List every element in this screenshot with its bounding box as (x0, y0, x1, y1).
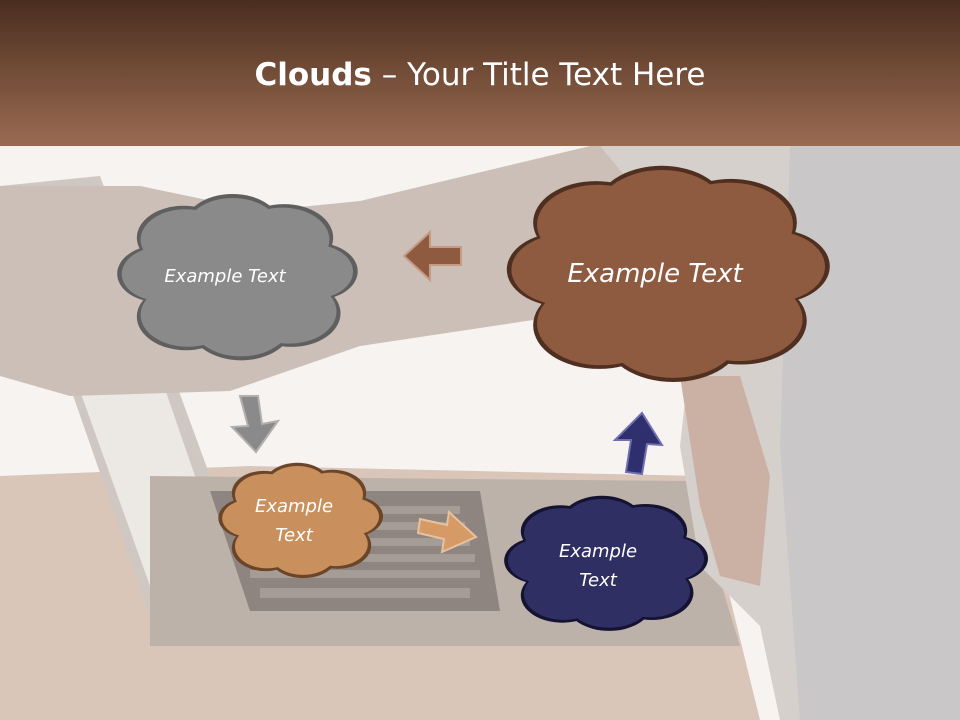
arrow-right-icon (416, 509, 478, 554)
cloud-tan-text: Example Text (254, 496, 334, 546)
arrow-up-icon (612, 411, 664, 476)
arrow-left-icon (402, 229, 462, 283)
title-bar: Clouds – Your Title Text Here (0, 0, 960, 146)
title-bold: Clouds (254, 57, 372, 93)
cloud-gray-text: Example Text (164, 265, 286, 287)
title-rest: Your Title Text Here (407, 57, 706, 93)
arrow-down-icon (229, 395, 281, 454)
cloud-brown-text: Example Text (567, 259, 743, 289)
slide-title: Clouds – Your Title Text Here (0, 52, 960, 98)
title-dash: – (371, 57, 408, 93)
cloud-navy-text: Example Text (558, 541, 638, 591)
